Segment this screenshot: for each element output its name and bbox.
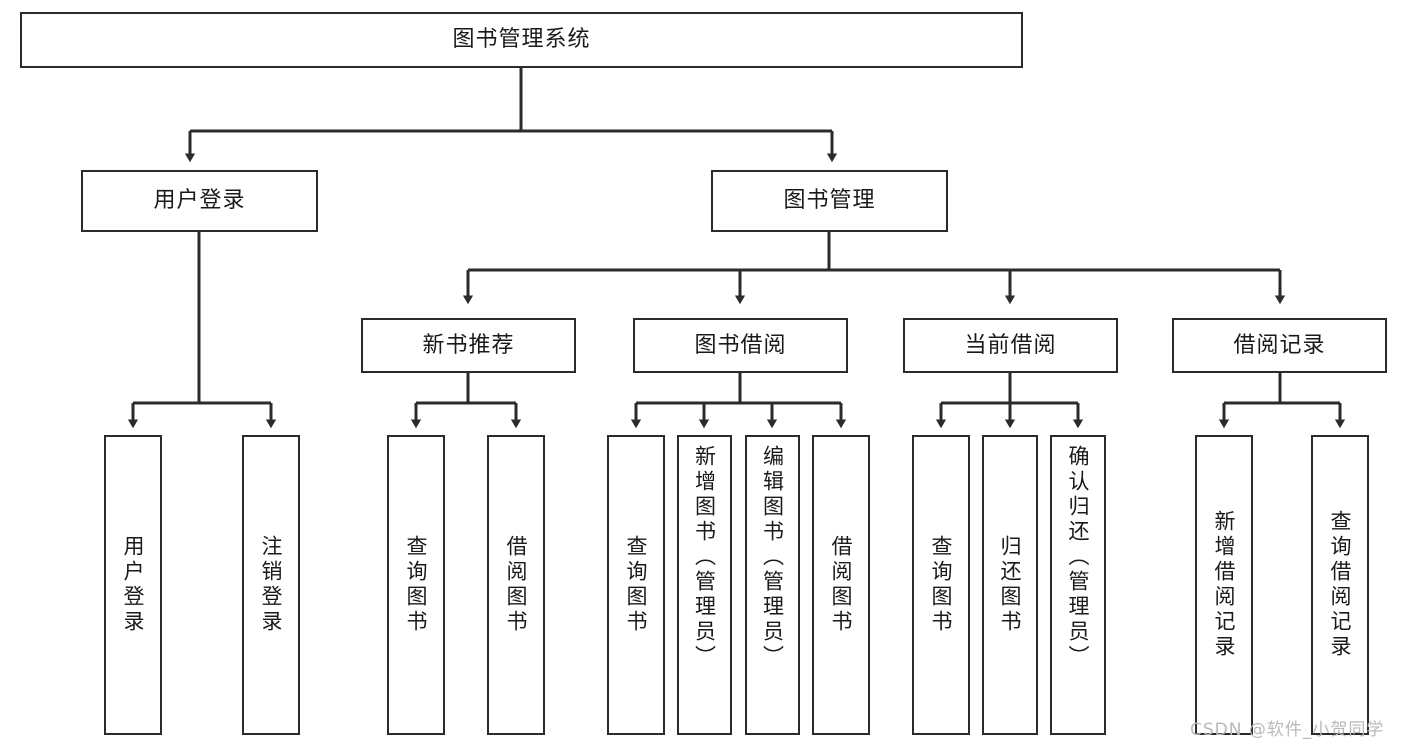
leaf-query-book-newbook[interactable]: 查询图书 [387, 435, 445, 735]
watermark: CSDN @软件_小贺同学 [1190, 720, 1385, 740]
leaf-return-book-label: 归还图书 [998, 535, 1023, 635]
node-current-borrow-label: 当前借阅 [964, 332, 1057, 358]
leaf-borrow-book-newbook[interactable]: 借阅图书 [487, 435, 545, 735]
node-borrow-record[interactable]: 借阅记录 [1172, 318, 1387, 373]
node-book-borrow[interactable]: 图书借阅 [633, 318, 848, 373]
node-book-borrow-label: 图书借阅 [694, 332, 787, 358]
node-user-login-label: 用户登录 [153, 188, 246, 214]
node-current-borrow[interactable]: 当前借阅 [903, 318, 1118, 373]
leaf-add-borrow-record-label: 新增借阅记录 [1212, 510, 1237, 660]
leaf-query-book-current-label: 查询图书 [929, 535, 954, 635]
leaf-confirm-return-admin-label: 确认归还（管理员） [1066, 445, 1091, 670]
node-new-book-recommend-label: 新书推荐 [422, 332, 515, 358]
leaf-borrow-book-borrow-label: 借阅图书 [829, 535, 854, 635]
leaf-query-book-current[interactable]: 查询图书 [912, 435, 970, 735]
leaf-return-book[interactable]: 归还图书 [982, 435, 1038, 735]
leaf-query-book-borrow[interactable]: 查询图书 [607, 435, 665, 735]
leaf-confirm-return-admin[interactable]: 确认归还（管理员） [1050, 435, 1106, 735]
connector-lines [127, 68, 1346, 429]
leaf-user-login[interactable]: 用户登录 [104, 435, 162, 735]
leaf-add-book-admin[interactable]: 新增图书（管理员） [677, 435, 732, 735]
leaf-borrow-book-newbook-label: 借阅图书 [504, 535, 529, 635]
node-root-label: 图书管理系统 [452, 27, 591, 53]
leaf-edit-book-admin-label: 编辑图书（管理员） [760, 445, 785, 670]
leaf-query-borrow-record-label: 查询借阅记录 [1328, 510, 1353, 660]
node-new-book-recommend[interactable]: 新书推荐 [361, 318, 576, 373]
leaf-query-book-newbook-label: 查询图书 [404, 535, 429, 635]
leaf-add-borrow-record[interactable]: 新增借阅记录 [1195, 435, 1253, 735]
node-book-management[interactable]: 图书管理 [711, 170, 948, 232]
node-book-management-label: 图书管理 [783, 188, 876, 214]
leaf-borrow-book-borrow[interactable]: 借阅图书 [812, 435, 870, 735]
leaf-query-book-borrow-label: 查询图书 [624, 535, 649, 635]
leaf-logout[interactable]: 注销登录 [242, 435, 300, 735]
leaf-add-book-admin-label: 新增图书（管理员） [692, 445, 717, 670]
leaf-logout-label: 注销登录 [259, 535, 284, 635]
leaf-query-borrow-record[interactable]: 查询借阅记录 [1311, 435, 1369, 735]
leaf-user-login-label: 用户登录 [121, 535, 146, 635]
node-borrow-record-label: 借阅记录 [1233, 332, 1326, 358]
leaf-edit-book-admin[interactable]: 编辑图书（管理员） [745, 435, 800, 735]
node-user-login[interactable]: 用户登录 [81, 170, 318, 232]
node-root[interactable]: 图书管理系统 [20, 12, 1023, 68]
